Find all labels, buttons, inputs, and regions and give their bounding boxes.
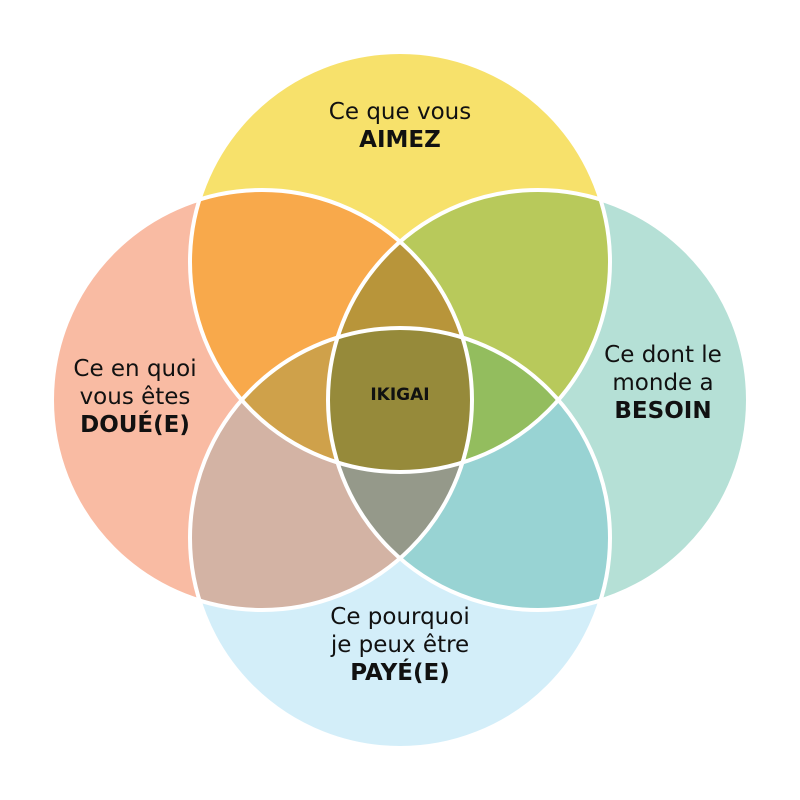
paid-label-line2: je peux être xyxy=(330,632,470,658)
overlap-skill-need-paid xyxy=(328,328,472,610)
love-label-keyword: AIMEZ xyxy=(359,127,441,153)
overlap-love-skill-need xyxy=(328,190,472,472)
skill-label-line1: Ce en quoi xyxy=(73,356,197,382)
overlap-love-need-paid xyxy=(328,328,610,472)
need-label-line1: Ce dont le xyxy=(604,342,722,368)
circle-label-paid: Ce pourquoi je peux être PAYÉ(E) xyxy=(250,603,550,687)
skill-label-line2: vous êtes xyxy=(79,384,191,410)
outline-top xyxy=(188,50,612,474)
circle-label-skill: Ce en quoi vous êtes DOUÉ(E) xyxy=(30,355,240,439)
outline-left xyxy=(50,188,474,612)
love-label-text: Ce que vous xyxy=(328,99,472,125)
paid-label-line1: Ce pourquoi xyxy=(330,604,470,630)
need-label-line2: monde a xyxy=(612,370,714,396)
need-label-keyword: BESOIN xyxy=(614,398,712,424)
circle-label-need: Ce dont le monde a BESOIN xyxy=(558,341,768,425)
ikigai-center-label: IKIGAI xyxy=(370,385,430,405)
outline-bottom xyxy=(188,326,612,750)
outline-right xyxy=(326,188,750,612)
paid-label-keyword: PAYÉ(E) xyxy=(350,660,450,686)
circle-label-love: Ce que vous AIMEZ xyxy=(250,98,550,154)
skill-label-keyword: DOUÉ(E) xyxy=(80,412,190,438)
overlap-love-skill-paid xyxy=(190,328,472,472)
